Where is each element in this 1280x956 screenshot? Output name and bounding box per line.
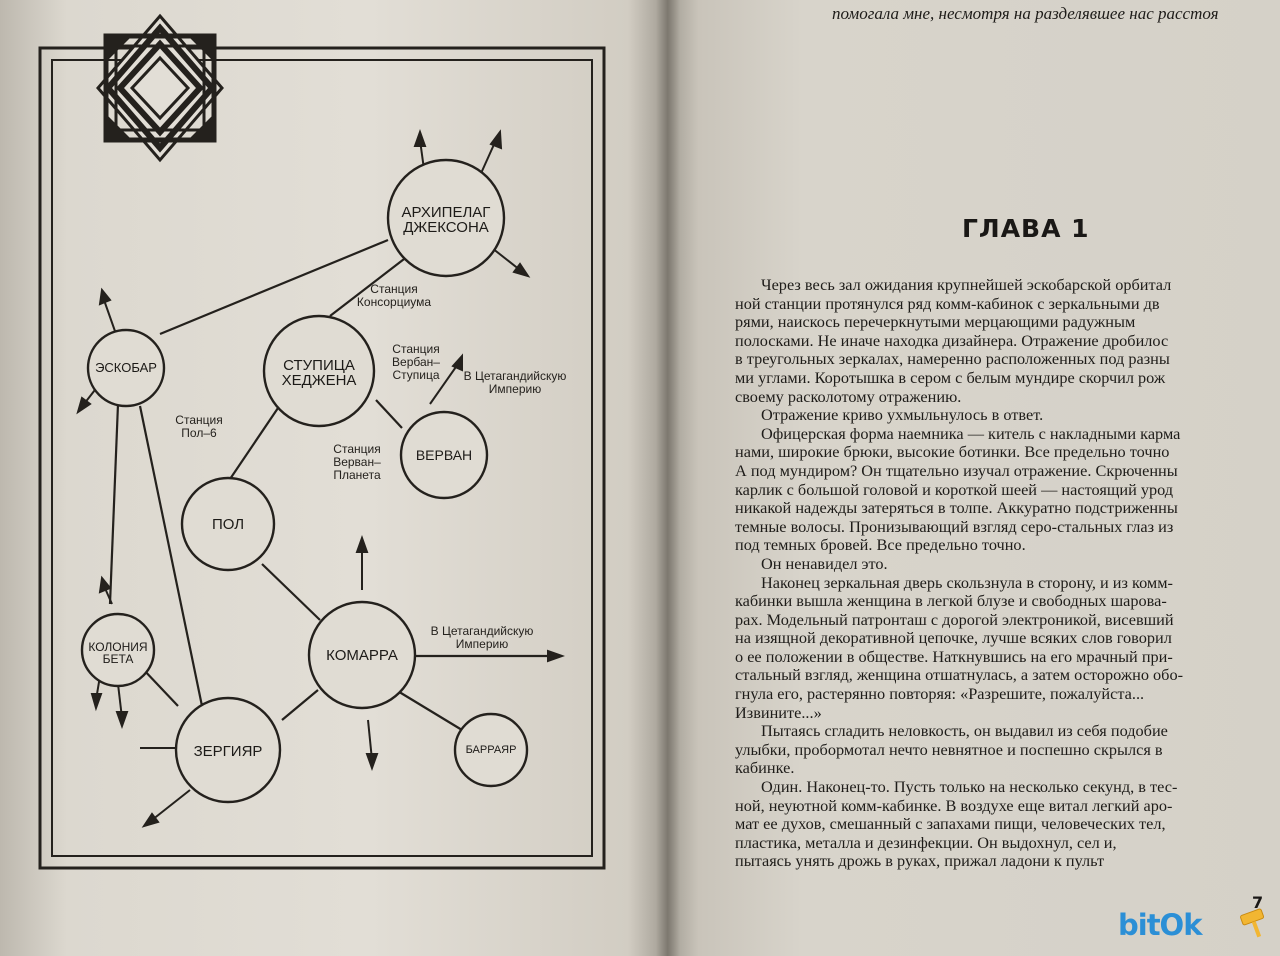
watermark-text: bitOk [1118,908,1203,942]
route-escobar-sergyar [138,405,204,707]
route-hegen-pol [227,407,279,483]
left-page [0,0,668,956]
node-vervain-circle [399,410,489,500]
node-pol-circle [180,476,276,572]
text-line: ми углами. Коротышка в сером с белым мун… [735,367,1166,387]
node-sergyar-label: ЗЕРГИЯР [193,743,263,760]
text-line: кабинке. [735,758,795,778]
label-cetaganda-2: В Цетагандийскую Империю [430,624,534,651]
node-barrayar-circle [453,712,529,788]
outer-frame [38,46,606,870]
node-pol-label: ПОЛ [211,516,245,533]
text-line: А под мундиром? Он тщательно изучал отра… [735,460,1178,480]
right-page [668,0,1280,956]
route-beta-sergyar [141,667,179,707]
text-line: никакой надежды затеряться в толпе. Акку… [735,498,1178,518]
text-line: рах. Модельный патронташ с дорогой элект… [735,609,1174,629]
text-line: пластика, металла и дезинфекции. Он выдо… [735,832,1117,852]
text-line: Извините...» [735,702,822,722]
text-line: стальный взгляд, женщина отшатнулась, а … [735,665,1184,685]
text-line: кабинки вышла женщина в легкой блузе и с… [735,591,1167,611]
node-komarr-label: КОМАРРА [326,647,398,664]
node-escobar-label: ЭСКОБАР [95,360,157,375]
ornament-icon [96,13,224,163]
text-line: Он ненавидел это. [761,553,888,573]
node-sergyar-circle [174,696,282,804]
node-beta-circle [80,612,156,688]
text-line: Наконец зеркальная дверь скользнула в ст… [761,572,1173,592]
text-line: пытаясь унять дрожь в руках, прижал ладо… [735,851,1105,871]
node-escobar-circle [86,328,166,408]
text-line: нами, широкие брюки, высокие ботинки. Вс… [735,442,1170,462]
node-vervain-label: ВЕРВАН [415,447,473,463]
text-line: рями, наискось перечеркнутыми мерцающими… [735,312,1136,332]
book-gutter [656,0,680,956]
node-hegen-label: СТУПИЦА ХЕДЖЕНА [281,357,357,389]
text-line: Пытаясь сгладить неловкость, он выдавил … [761,721,1168,741]
route-hegen-jackson [329,255,409,317]
label-consortium-station: Станция Консорциума [356,282,432,309]
text-line: улыбки, пробормотал нечто невнятное и по… [735,739,1163,759]
text-line: под темных бровей. Все предельно точно. [735,535,1026,555]
text-line: ной станции протянулся ряд комм-кабинок … [735,293,1160,313]
text-line: ной, неуютной комм-кабинке. В воздухе ещ… [735,795,1173,815]
text-line: мат ее духов, смешанный с запахами пищи,… [735,814,1166,834]
text-line: о ее положении в обществе. Наткнувшись н… [735,646,1173,666]
text-line: гнула его, растерянно повторяя: «Разреши… [735,684,1145,704]
route-komarr-barrayar [395,689,463,731]
text-line: Один. Наконец-то. Пусть только на нескол… [761,777,1178,797]
text-line: в треугольных зеркалах, намеренно распол… [735,349,1170,369]
text-line: Офицерская форма наемника — китель с нак… [761,423,1181,443]
inner-frame [51,59,593,857]
label-vervain-hub-station: Станция Вербан– Ступица [392,342,440,382]
route-komarr-sergyar [281,689,319,721]
route-hegen-vervain [375,399,403,429]
text-line: Отражение криво ухмыльнулось в ответ. [761,405,1044,425]
watermark-logo: bitOk [1118,904,1278,948]
route-escobar-beta [108,403,120,605]
node-beta-label: КОЛОНИЯ БЕТА [88,640,148,666]
text-line: на изящной декоративной цепочке, лучше в… [735,628,1172,648]
text-line: Через весь зал ожидания крупнейшей эскоб… [761,276,1172,294]
label-pol-six-station: Станция Пол–6 [175,413,223,440]
chapter-title: ГЛАВА 1 [962,214,1090,243]
text-line: своему расколотому отражению. [735,386,962,406]
node-barrayar-label: БАРРАЯР [465,744,517,756]
page-number: 7 [1252,893,1264,912]
text-line: полосками. Не иначе находка дизайнера. О… [735,330,1169,350]
node-komarr-circle [307,600,417,710]
node-hegen-circle [262,314,376,428]
label-vervain-planet-station: Станция Верван– Планета [333,442,381,482]
epigraph: помогала мне, несмотря на разделявшее на… [832,4,1219,23]
text-line: карлик с большой головой и короткой шеей… [735,479,1174,499]
label-cetaganda-1: В Цетагандийскую Империю [463,369,567,396]
map-diagram [38,13,606,870]
node-jackson-label: АРХИПЕЛАГ ДЖЕКСОНА [401,204,491,236]
node-jackson-circle [386,158,506,278]
route-escobar-jackson [159,238,389,336]
text-line: темные волосы. Пронизывающий взгляд серо… [735,516,1174,536]
chapter-body: Через весь зал ожидания крупнейшей эскоб… [735,276,1280,871]
gavel-icon [1240,908,1265,938]
route-pol-komarr [261,563,321,621]
